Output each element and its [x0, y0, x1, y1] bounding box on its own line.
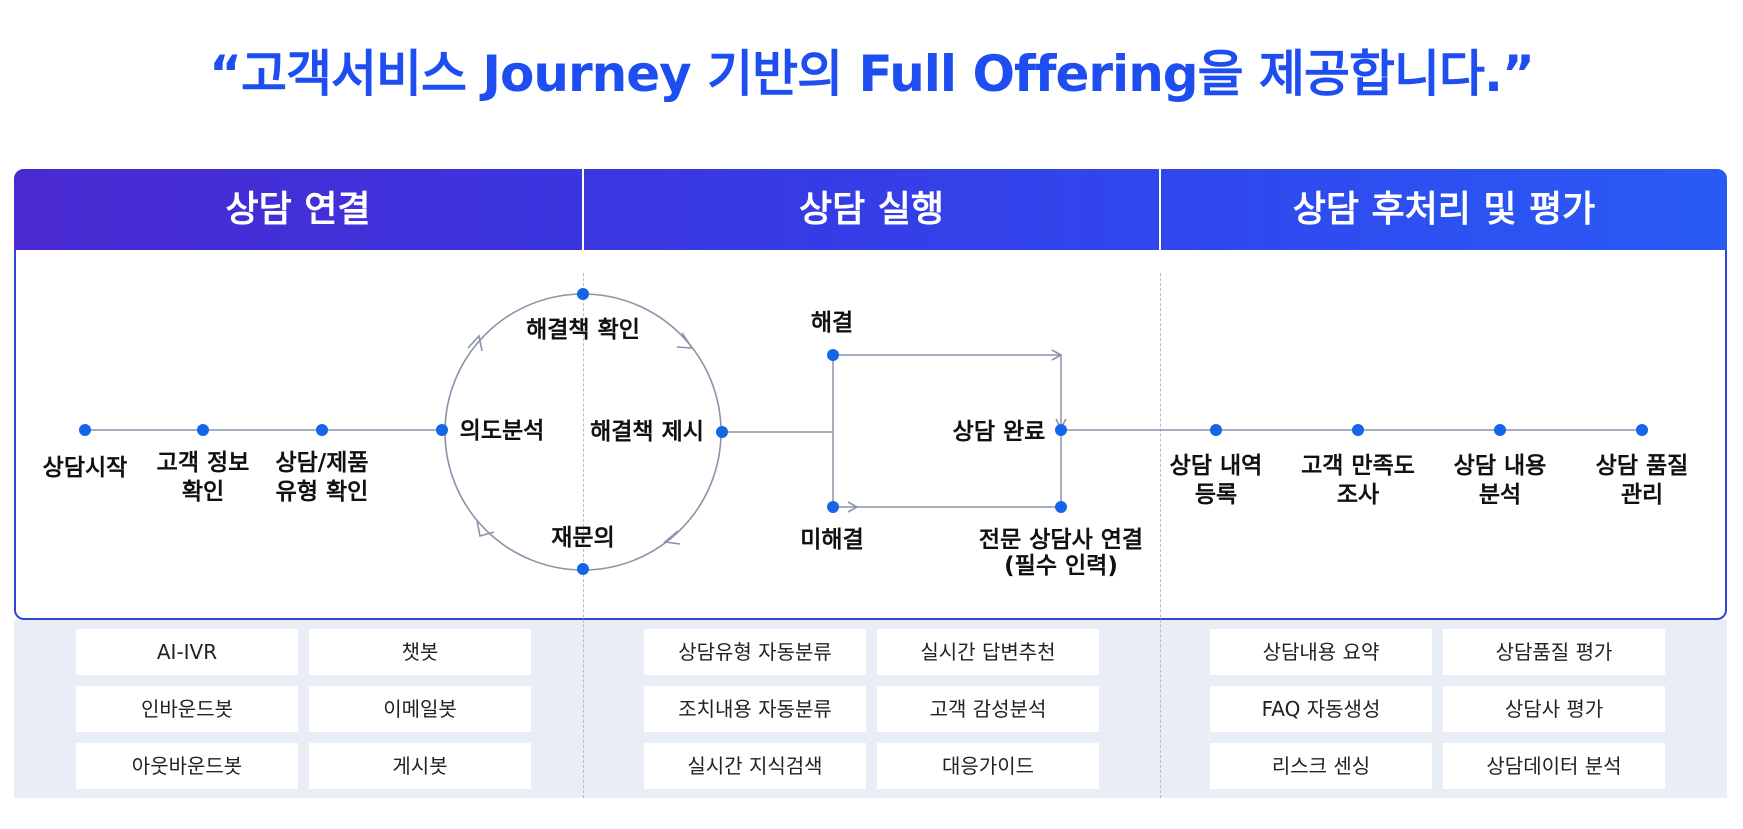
- cycle-bottom-label: 재문의: [551, 525, 614, 551]
- section-divider: [583, 273, 584, 798]
- offering-item: 고객 감성분석: [877, 686, 1099, 732]
- offering-item: 상담품질 평가: [1443, 629, 1665, 675]
- section-title-execute: 상담 실행: [798, 189, 944, 230]
- offering-item: 실시간 답변추천: [877, 629, 1099, 675]
- expert-label: 전문 상담사 연결: [979, 527, 1143, 553]
- node-dot: [316, 424, 328, 436]
- node-dot: [1210, 424, 1222, 436]
- cycle-arrow: [676, 332, 694, 349]
- node-dot: [1055, 501, 1067, 513]
- step-label: 상담/제품: [275, 450, 368, 476]
- cycle-arrow: [476, 520, 495, 538]
- complete-label: 상담 완료: [953, 419, 1046, 445]
- offering-item: 실시간 지식검색: [644, 743, 866, 789]
- offering-item: 아웃바운드봇: [76, 743, 298, 789]
- offering-item: FAQ 자동생성: [1210, 686, 1432, 732]
- cycle-arrow: [467, 334, 483, 352]
- offering-panel: [14, 620, 1727, 798]
- section-divider: [1160, 273, 1161, 798]
- node-dot: [1636, 424, 1648, 436]
- step-label: 조사: [1337, 482, 1379, 508]
- cycle-top-label: 해결책 확인: [526, 317, 640, 343]
- step-label: 상담 품질: [1596, 453, 1689, 479]
- cycle-right-label: 해결책 제시: [590, 419, 704, 445]
- offering-item: 조치내용 자동분류: [644, 686, 866, 732]
- node-dot: [79, 424, 91, 436]
- offering-item: 챗봇: [309, 629, 531, 675]
- step-label: 고객 정보: [157, 450, 250, 476]
- node-dot: [827, 501, 839, 513]
- offering-item: 리스크 센싱: [1210, 743, 1432, 789]
- offering-item: 상담사 평가: [1443, 686, 1665, 732]
- offering-item: 대응가이드: [877, 743, 1099, 789]
- step-label: 고객 만족도: [1301, 453, 1415, 479]
- offering-item: 상담유형 자동분류: [644, 629, 866, 675]
- header-divider: [1159, 169, 1161, 250]
- section-title-post: 상담 후처리 및 평가: [1292, 189, 1596, 230]
- node-dot: [436, 424, 448, 436]
- node-dot: [577, 288, 589, 300]
- step-label: 관리: [1621, 482, 1663, 508]
- offering-item: 인바운드봇: [76, 686, 298, 732]
- header-divider: [582, 169, 584, 250]
- step-label: 상담 내역: [1170, 453, 1263, 479]
- step-label: 확인: [182, 479, 224, 505]
- offering-item: 이메일봇: [309, 686, 531, 732]
- offering-item: 상담내용 요약: [1210, 629, 1432, 675]
- node-dot: [1055, 424, 1067, 436]
- step-label: 분석: [1479, 482, 1521, 508]
- node-dot: [827, 349, 839, 361]
- node-dot: [1494, 424, 1506, 436]
- node-dot: [716, 426, 728, 438]
- step-label: 등록: [1195, 482, 1237, 508]
- step-label: 상담시작: [43, 455, 128, 481]
- node-dot: [577, 563, 589, 575]
- step-label: 유형 확인: [276, 479, 369, 505]
- node-dot: [197, 424, 209, 436]
- unresolved-label: 미해결: [800, 527, 863, 553]
- offering-item: AI-IVR: [76, 629, 298, 675]
- page-title: “고객서비스 Journey 기반의 Full Offering을 제공합니다.…: [209, 45, 1535, 103]
- resolved-label: 해결: [811, 310, 853, 336]
- step-label: 상담 내용: [1454, 453, 1547, 479]
- section-title-connect: 상담 연결: [225, 189, 371, 230]
- node-dot: [1352, 424, 1364, 436]
- offering-item: 게시봇: [309, 743, 531, 789]
- offering-item: 상담데이터 분석: [1443, 743, 1665, 789]
- intent-label: 의도분석: [460, 418, 545, 444]
- expert-sublabel: (필수 인력): [1004, 553, 1118, 579]
- cycle-arrow: [663, 530, 681, 545]
- journey-header: [14, 169, 1727, 250]
